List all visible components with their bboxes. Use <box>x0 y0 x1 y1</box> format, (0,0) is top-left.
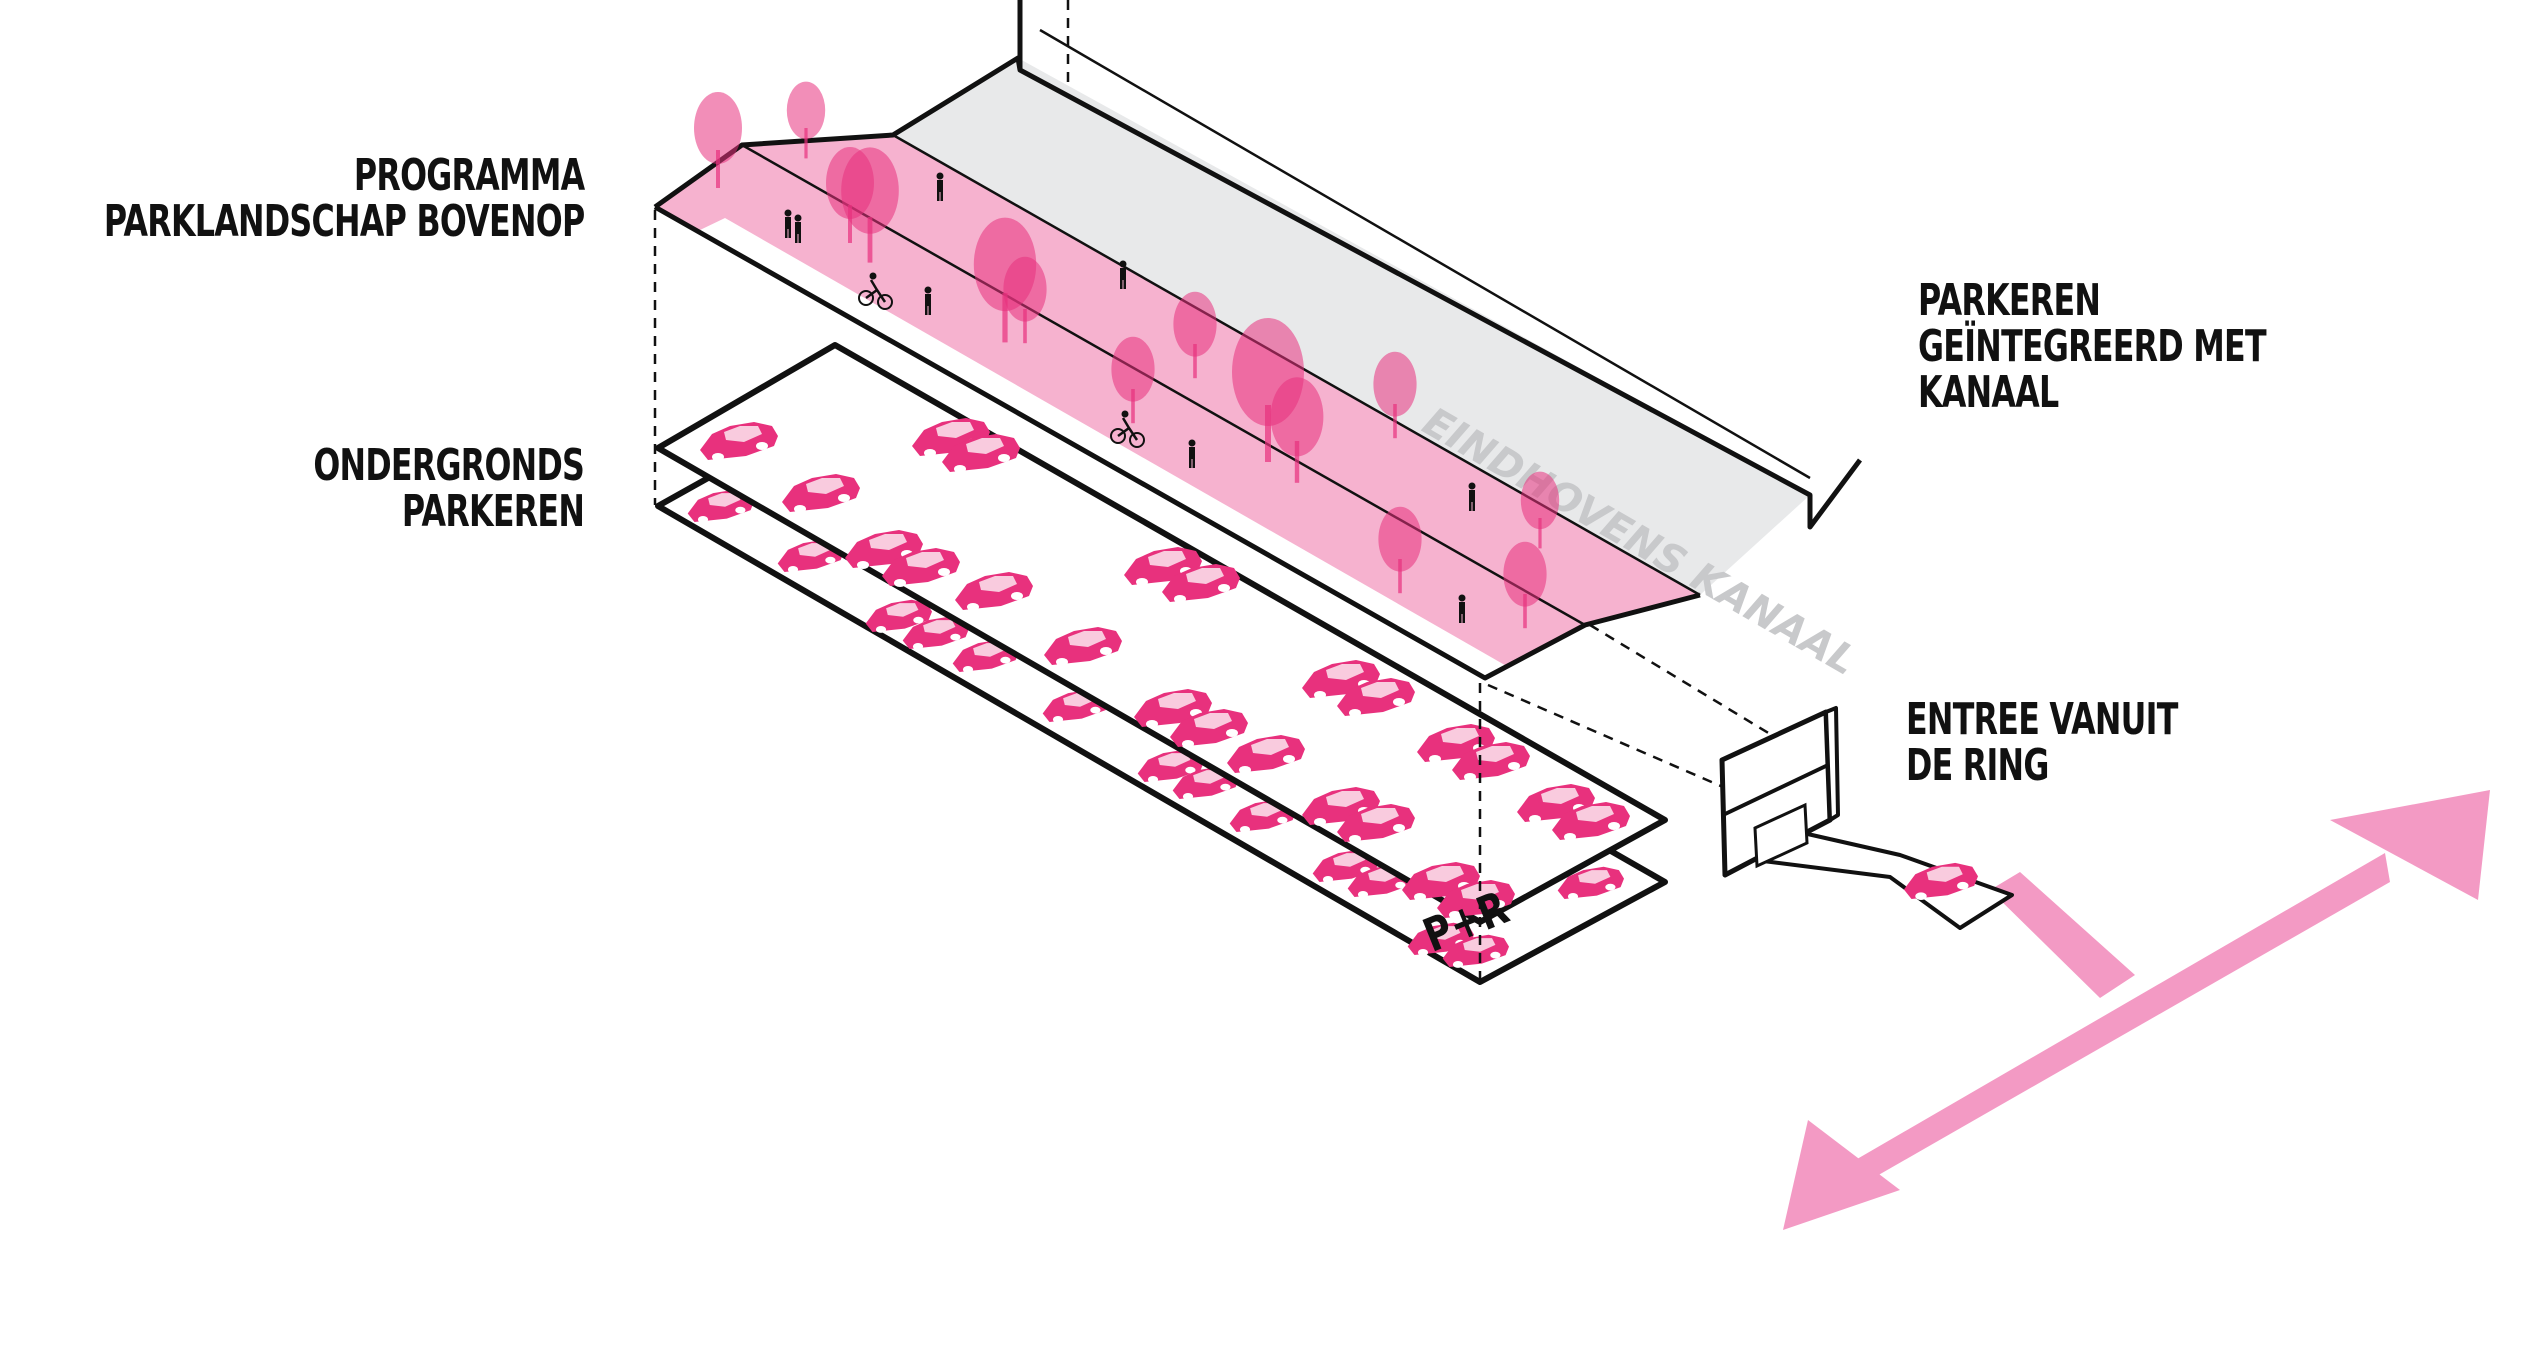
car-icon <box>1337 678 1415 717</box>
pedestrian-icon <box>1119 260 1127 289</box>
guide-to-pr <box>1589 623 1781 742</box>
pedestrian-icon <box>1188 439 1196 468</box>
car-icon <box>1903 862 1978 900</box>
guide-deck-to-pr <box>1487 683 1731 792</box>
park-program-line-1: PROGRAMMA <box>353 150 584 201</box>
pedestrian-icon <box>1458 594 1466 623</box>
park-program-label: PROGRAMMA PARKLANDSCHAP BOVENOP <box>103 153 584 245</box>
cars-upper-deck <box>700 418 1630 919</box>
car-icon <box>700 422 778 461</box>
entrance-line-1: ENTREE VANUIT <box>1906 694 2178 745</box>
tree-icon <box>1111 336 1155 424</box>
pedestrian-icon <box>1468 482 1476 511</box>
ring-branch-road <box>1990 872 2135 998</box>
park-trees <box>694 81 1560 629</box>
canal-surface <box>893 58 1810 595</box>
tree-icon <box>841 147 899 263</box>
underground-parking-label: ONDERGRONDS PARKEREN <box>313 440 585 537</box>
car-icon <box>1227 735 1305 774</box>
cyclist-icon <box>858 272 893 310</box>
underground-parking-line-2: PARKEREN <box>401 486 585 537</box>
car-icon <box>865 599 932 633</box>
canal-edge-top <box>1017 0 1863 530</box>
ramp-car <box>1903 862 1978 900</box>
car-icon <box>1452 742 1530 781</box>
tree-icon <box>1270 377 1324 483</box>
park-people <box>784 172 1476 623</box>
pr-sign-divider <box>1722 763 1829 817</box>
underground-parking-line-1: ONDERGRONDS <box>313 440 585 491</box>
cyclist-icon <box>1110 410 1145 448</box>
pedestrian-icon <box>936 172 944 201</box>
canal-edge-inner <box>1039 28 1811 480</box>
canal-parking-line-3: KANAAL <box>1918 367 2059 418</box>
tree-icon <box>1378 506 1422 594</box>
car-icon <box>687 489 754 523</box>
tree-icon <box>786 81 826 159</box>
ring-arrow-head-right <box>2330 790 2490 900</box>
car-icon <box>955 572 1033 611</box>
car-icon <box>1552 802 1630 841</box>
cars-lower-deck <box>687 489 1624 968</box>
car-icon <box>1044 627 1122 666</box>
tree-icon <box>1003 256 1047 344</box>
pedestrian-icon <box>794 214 802 243</box>
canal-parking-line-1: PARKEREN <box>1918 275 2101 326</box>
parking-deck-upper-plane <box>655 342 1668 925</box>
car-icon <box>1437 880 1515 919</box>
car-icon <box>1557 866 1624 900</box>
ring-arrow-head-left <box>1783 1120 1900 1230</box>
car-icon <box>942 434 1020 473</box>
canal-parking-label: PARKEREN GEÏNTEGREERD MET KANAAL <box>1918 275 2267 418</box>
parking-deck-upper <box>655 342 1668 925</box>
tree-icon <box>1520 471 1560 549</box>
car-icon <box>882 548 960 587</box>
tree-icon <box>1373 351 1417 439</box>
pedestrian-icon <box>784 209 792 238</box>
entrance-line-2: DE RING <box>1906 740 2049 791</box>
tree-icon <box>1503 541 1547 629</box>
tree-icon <box>694 92 742 188</box>
entrance-label: ENTREE VANUIT DE RING <box>1906 697 2178 789</box>
park-path-white <box>700 218 1510 678</box>
pedestrian-icon <box>924 286 932 315</box>
canal-parking-line-2: GEÏNTEGREERD MET <box>1918 321 2267 372</box>
car-icon <box>1337 804 1415 843</box>
pr-door-opening <box>1753 802 1809 869</box>
tree-icon <box>1173 291 1217 379</box>
car-icon <box>1162 564 1240 603</box>
ring-label: RING <box>1994 1093 2132 1207</box>
car-icon <box>1442 934 1509 968</box>
park-deck-front-edge <box>653 204 1701 681</box>
ring-arrow-shaft <box>1795 853 2390 1220</box>
car-icon <box>1137 749 1204 783</box>
car-icon <box>1170 709 1248 748</box>
car-icon <box>782 474 860 513</box>
park-deck <box>653 55 1701 681</box>
pr-box-side <box>1824 706 1840 822</box>
car-icon <box>902 616 969 650</box>
park-program-line-2: PARKLANDSCHAP BOVENOP <box>103 196 584 247</box>
